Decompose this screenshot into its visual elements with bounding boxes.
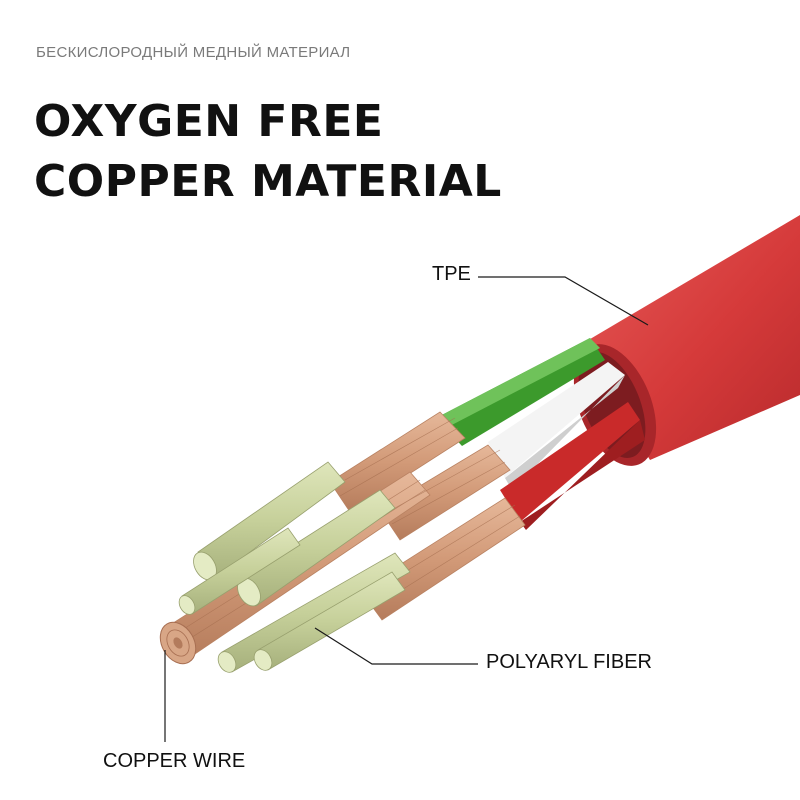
copper-wire-label: COPPER WIRE bbox=[103, 750, 246, 772]
white-insulated-wire bbox=[488, 362, 625, 490]
headline-line-2: COPPER MATERIAL bbox=[34, 156, 502, 207]
fiber-leader-line bbox=[314, 627, 478, 665]
tpe-leader-line bbox=[478, 276, 649, 326]
red-insulated-wire bbox=[500, 402, 645, 530]
copper-wire-end bbox=[159, 621, 197, 665]
headline: OXYGEN FREE COPPER MATERIAL bbox=[34, 92, 502, 212]
subtitle: БЕСКИСЛОРОДНЫЙ МЕДНЫЙ МАТЕРИАЛ bbox=[36, 44, 351, 61]
polyaryl-fiber-bundles bbox=[178, 461, 411, 673]
headline-line-1: OXYGEN FREE bbox=[34, 96, 384, 147]
tpe-label: TPE bbox=[432, 263, 471, 285]
polyaryl-fiber-label: POLYARYL FIBER bbox=[486, 651, 652, 673]
green-insulated-wire bbox=[436, 338, 605, 446]
leader-lines bbox=[164, 276, 649, 742]
